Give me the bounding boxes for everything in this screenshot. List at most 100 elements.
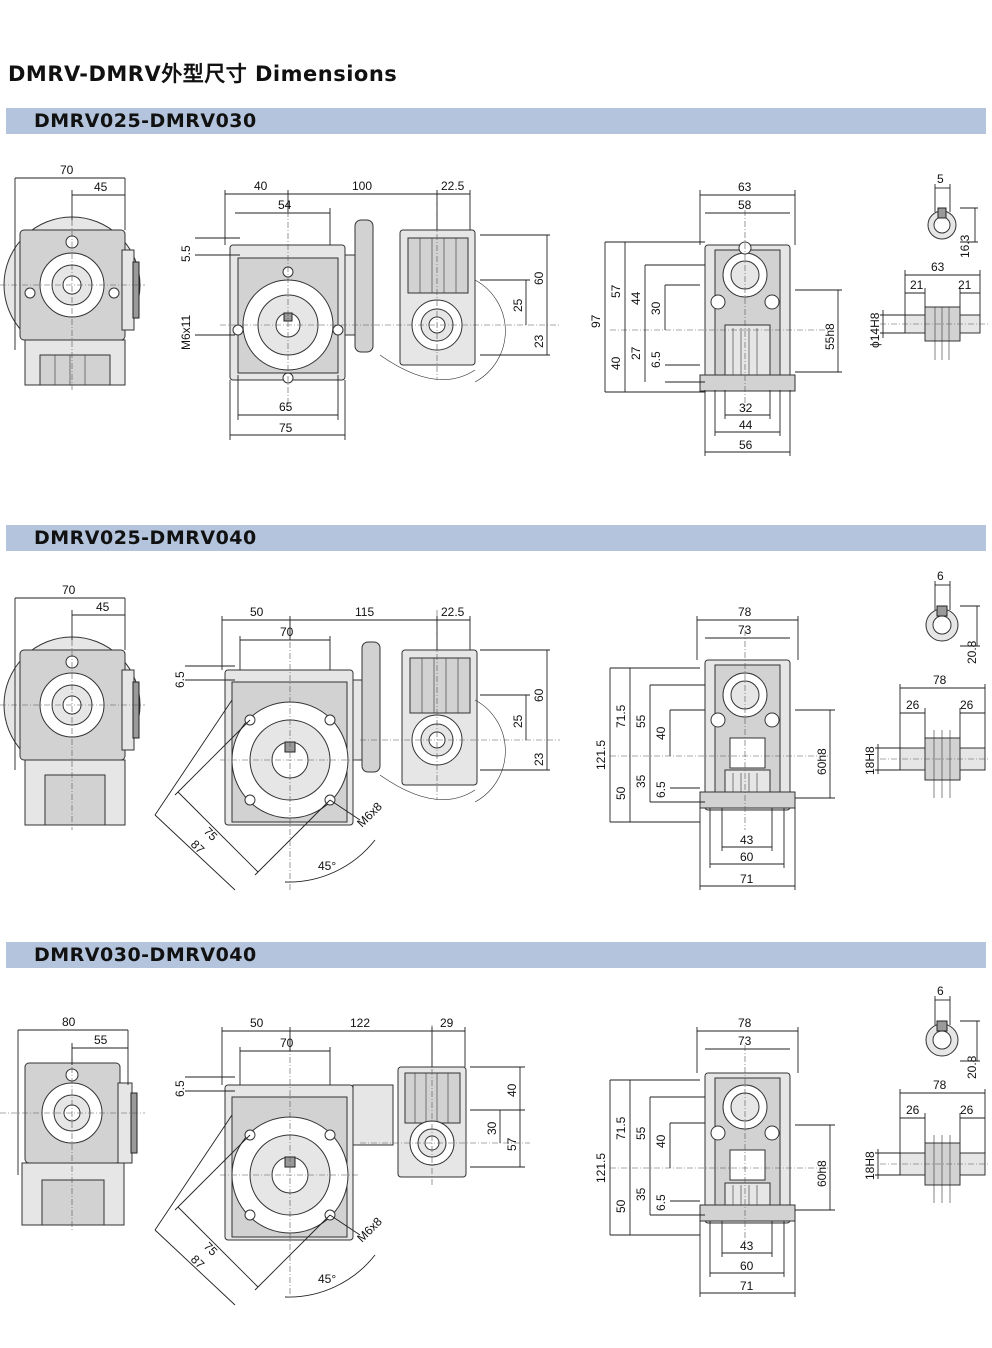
- dim-front-c: 29: [440, 1016, 454, 1030]
- dim-front-e: 5.5: [179, 245, 193, 262]
- dim-shaft-total: 78: [933, 1078, 947, 1092]
- dim-shaft-diameter: 18H8: [863, 746, 877, 775]
- dim-flange-low-2: 35: [634, 1187, 648, 1201]
- dim-flange-up: 57: [609, 284, 623, 298]
- dim-flange-low-3: 6.5: [654, 1194, 668, 1211]
- dim-key-height: 20.8: [965, 640, 979, 664]
- dim-front-g: 87: [188, 837, 208, 857]
- dim-front-bolt: M6x11: [179, 315, 193, 350]
- dim-shaft-diameter: 18H8: [863, 1151, 877, 1180]
- dim-flange-up-2: 40: [654, 1134, 668, 1148]
- dim-front-d: 70: [280, 625, 294, 639]
- section-title-1: DMRV025-DMRV030: [34, 110, 257, 132]
- dim-key-width: 6: [937, 985, 944, 998]
- dim-front-g: 75: [279, 421, 293, 435]
- dim-front-d: 70: [280, 1036, 294, 1050]
- dim-flange-low-2: 27: [629, 346, 643, 360]
- dim-flange-h8: 60h8: [815, 1160, 829, 1187]
- front-view: 50 122 29 70 6.5 75 87 45° M6x8 40 30 57: [154, 1016, 530, 1306]
- flange-view: 78 73 121.5 71.5 40 55 50 35 6.5 60h8 43: [594, 1016, 835, 1297]
- drawing-dmrv025-dmrv040: 70 45 50 115 22.5: [0, 570, 990, 891]
- dim-front-h: 60: [532, 271, 546, 285]
- shaft-detail: 5 16.3 63 21 21 ϕ14H8: [868, 172, 990, 360]
- dim-shaft-left: 26: [906, 698, 920, 712]
- dim-flange-total: 121.5: [594, 740, 608, 770]
- dim-shaft-left: 21: [910, 278, 924, 292]
- drawing-dmrv025-dmrv030: 70 45 40 100 22.5 54: [0, 163, 990, 456]
- dim-flange-top-2: 73: [738, 1034, 752, 1048]
- dim-flange-top-2: 73: [738, 623, 752, 637]
- dim-flange-up-3: 30: [649, 301, 663, 315]
- dim-key-width: 5: [937, 172, 944, 186]
- dim-flange-low: 50: [614, 786, 628, 800]
- flange-view: 63 58 97 57 44 30 40 27 6.5 55h8: [589, 180, 842, 456]
- dim-front-c: 22.5: [441, 179, 465, 193]
- dim-flange-top-2: 58: [738, 198, 752, 212]
- dim-front-d: 54: [278, 198, 292, 212]
- dim-flange-low: 40: [609, 356, 623, 370]
- dim-shaft-right: 26: [960, 698, 974, 712]
- dim-flange-b3: 56: [739, 438, 753, 452]
- dim-front-bolt: M6x8: [354, 1214, 385, 1245]
- dim-flange-b2: 44: [739, 418, 753, 432]
- dim-flange-b3: 71: [740, 872, 754, 886]
- dim-front-b: 115: [355, 605, 374, 619]
- shaft-detail: 6 20.8 78 26 26 18H8: [863, 570, 990, 798]
- dim-flange-top: 78: [738, 1016, 752, 1030]
- dim-key-height: 20.8: [965, 1055, 979, 1079]
- dim-front-j: 23: [532, 752, 546, 766]
- dim-flange-up-3: 40: [654, 726, 668, 740]
- dim-shaft-total: 78: [933, 673, 947, 687]
- shaft-detail: 6 20.8 78 26 26 18H8: [863, 985, 990, 1203]
- flange-view: 78 73 121.5 71.5 55 40 50 35 6.5 60h8 43: [594, 605, 835, 890]
- dim-flange-h8: 55h8: [823, 323, 837, 350]
- dim-flange-low: 50: [614, 1199, 628, 1213]
- dim-front-i: 25: [511, 714, 525, 728]
- dim-flange-low-2: 35: [634, 774, 648, 788]
- dim-front-f: 75: [201, 824, 221, 844]
- dim-front-angle: 45°: [318, 859, 336, 873]
- section-title-2: DMRV025-DMRV040: [34, 527, 257, 549]
- section-header-1: DMRV025-DMRV030: [6, 108, 986, 134]
- dim-flange-top: 63: [738, 180, 752, 194]
- dim-flange-low-3: 6.5: [649, 351, 663, 368]
- dim-shaft-right: 21: [958, 278, 972, 292]
- dim-flange-up: 71.5: [614, 704, 628, 728]
- dim-front-f: 65: [279, 400, 293, 414]
- dim-side-width: 70: [60, 163, 74, 177]
- dim-front-b: 100: [352, 179, 372, 193]
- dim-flange-b1: 43: [740, 833, 754, 847]
- side-view: 80 55: [0, 1015, 145, 1230]
- dim-shaft-total: 63: [931, 260, 945, 274]
- dim-shaft-left: 26: [906, 1103, 920, 1117]
- dim-flange-b2: 60: [740, 1259, 754, 1273]
- dim-flange-top: 78: [738, 605, 752, 619]
- dim-front-c: 22.5: [441, 605, 465, 619]
- dim-front-bolt: M6x8: [354, 799, 385, 830]
- dim-front-i: 30: [485, 1121, 499, 1135]
- section-header-3: DMRV030-DMRV040: [6, 942, 986, 968]
- dim-shaft-diameter: ϕ14H8: [868, 312, 882, 348]
- dim-flange-b3: 71: [740, 1279, 754, 1293]
- dim-flange-h8: 60h8: [815, 748, 829, 775]
- dim-flange-b1: 43: [740, 1239, 754, 1253]
- dim-flange-up: 71.5: [614, 1116, 628, 1140]
- page-title: DMRV-DMRV外型尺寸 Dimensions: [8, 62, 398, 86]
- dim-front-e: 6.5: [173, 1080, 187, 1097]
- dim-side-width-2: 55: [94, 1033, 108, 1047]
- front-view: 50 115 22.5 70 6.5 75 87 45° M6x8 60 25 …: [154, 605, 560, 891]
- dim-side-width: 80: [62, 1015, 76, 1029]
- dim-side-width-2: 45: [96, 600, 110, 614]
- section-title-3: DMRV030-DMRV040: [34, 944, 257, 966]
- dim-front-e: 6.5: [173, 671, 187, 688]
- dim-flange-b1: 32: [739, 401, 753, 415]
- section-header-2: DMRV025-DMRV040: [6, 525, 986, 551]
- side-view: 70 45: [0, 163, 145, 390]
- dim-front-j: 23: [532, 334, 546, 348]
- dim-front-f: 75: [201, 1239, 221, 1259]
- dim-shaft-right: 26: [960, 1103, 974, 1117]
- front-view: 40 100 22.5 54 5.5 M6x11 65 75 60 25 23: [179, 179, 560, 440]
- dim-side-width-2: 45: [94, 180, 108, 194]
- dim-side-width: 70: [62, 583, 76, 597]
- dim-front-a: 50: [250, 1016, 264, 1030]
